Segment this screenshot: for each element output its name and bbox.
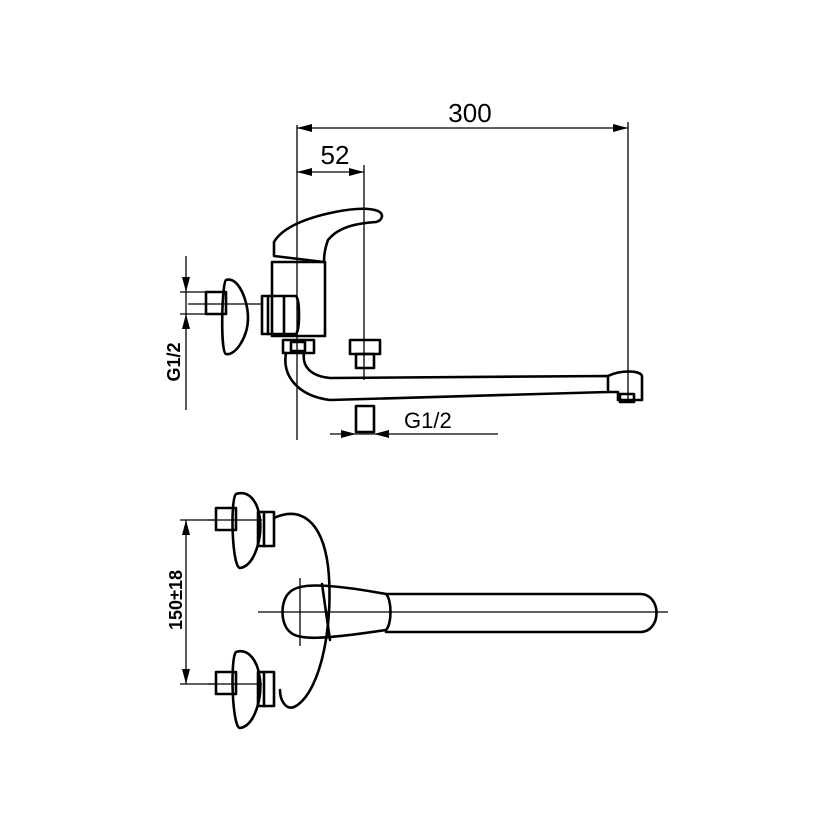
lever-top <box>281 584 392 640</box>
dimension-150: 150±18 <box>166 519 216 685</box>
swivel-collar <box>281 338 316 355</box>
aerator <box>606 370 644 402</box>
upper-inlet <box>214 491 276 570</box>
inlet-pipe <box>204 290 228 316</box>
dimension-300-label: 300 <box>448 98 491 128</box>
lever-handle <box>272 207 384 264</box>
outlet-fitting <box>354 404 376 434</box>
body-top-outline <box>272 512 331 709</box>
dimension-52: 52 <box>297 140 365 380</box>
side-view: 300 52 <box>164 98 644 440</box>
diverter-knob <box>348 338 382 356</box>
valve-body <box>270 260 327 338</box>
dimension-g12-inlet: G1/2 <box>164 256 206 410</box>
connector-nut <box>260 294 301 336</box>
dimension-g12-inlet-label: G1/2 <box>164 342 184 381</box>
dimension-150-label: 150±18 <box>166 570 186 630</box>
spout-top <box>384 592 658 634</box>
top-view: 150±18 <box>166 491 668 730</box>
dimension-g12-outlet: G1/2 <box>330 408 498 438</box>
lower-inlet <box>214 649 276 730</box>
dimension-g12-outlet-label: G1/2 <box>404 408 452 433</box>
dimension-52-label: 52 <box>321 140 350 170</box>
spout <box>284 351 610 402</box>
